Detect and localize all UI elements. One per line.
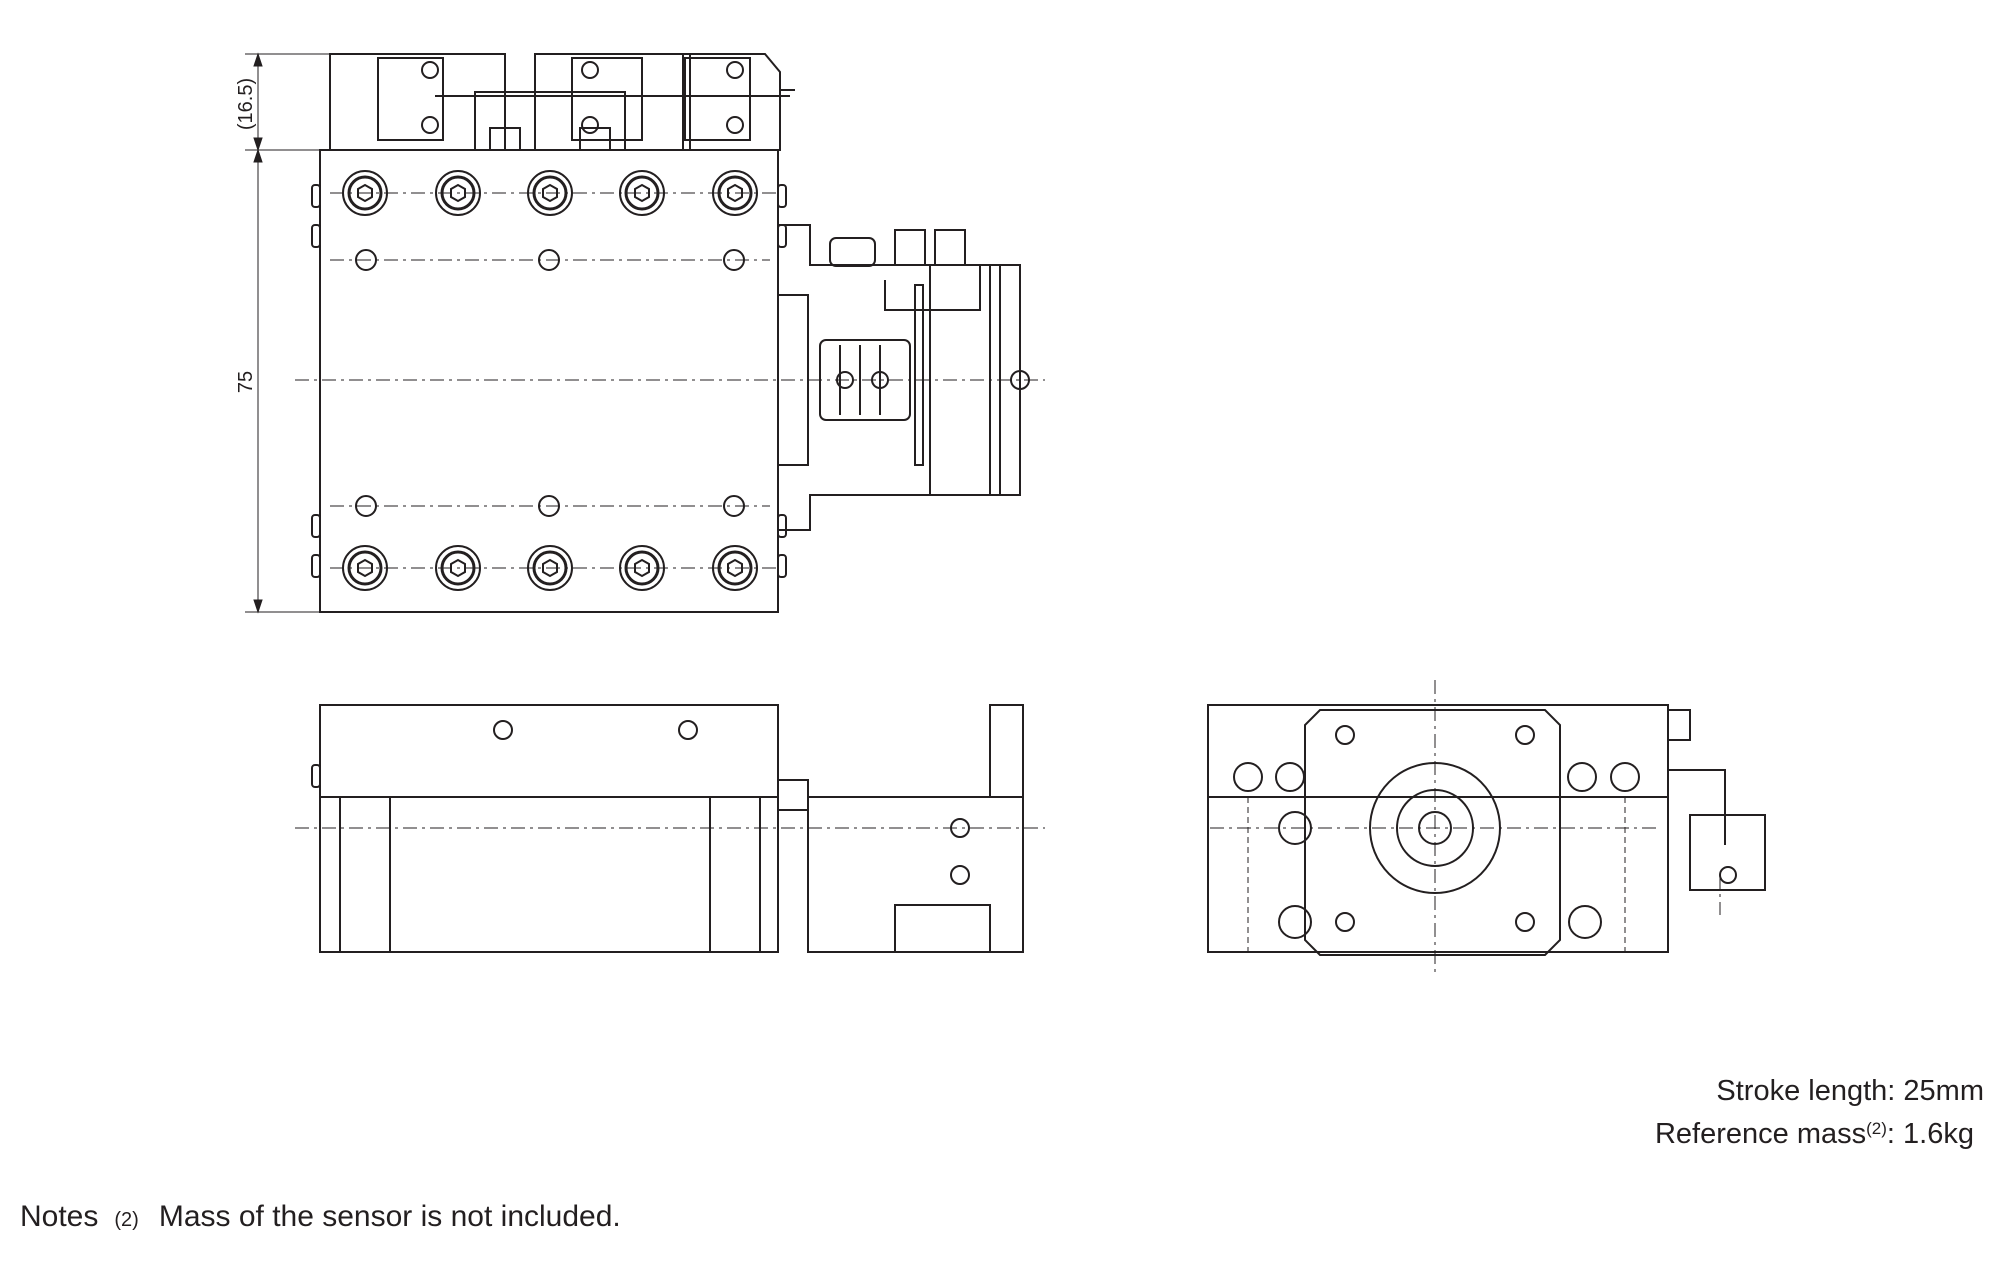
top-view bbox=[311, 53, 1030, 613]
reference-mass-value: 1.6kg bbox=[1903, 1118, 1974, 1150]
dim-top-offset: (16.5) bbox=[235, 78, 257, 130]
dimension-labels: (16.5) 75 bbox=[235, 78, 257, 393]
stroke-length-line: Stroke length: 25mm bbox=[1716, 1075, 1984, 1107]
dimension-lines bbox=[245, 52, 330, 614]
dim-height: 75 bbox=[235, 371, 257, 393]
stroke-length-value: 25mm bbox=[1903, 1075, 1984, 1107]
reference-mass-label: Reference mass bbox=[1654, 1118, 1867, 1150]
center-lines bbox=[295, 192, 1721, 975]
notes-text: Mass of the sensor is not included. bbox=[158, 1200, 621, 1233]
end-view bbox=[1207, 704, 1766, 956]
reference-mass-line: Reference mass(2): 1.6kg bbox=[1654, 1118, 1974, 1150]
notes-block: Notes (2) Mass of the sensor is not includ… bbox=[20, 1200, 621, 1234]
stroke-length-label: Stroke length bbox=[1716, 1075, 1888, 1107]
end-view-corners bbox=[1247, 797, 1626, 952]
spec-block: Stroke length: 25mm Reference mass(2): 1… bbox=[1655, 1072, 1984, 1153]
notes-title: Notes bbox=[20, 1200, 99, 1233]
notes-ref: (2) bbox=[114, 1209, 139, 1231]
front-view bbox=[311, 704, 1024, 953]
reference-mass-note-ref: (2) bbox=[1866, 1119, 1887, 1138]
